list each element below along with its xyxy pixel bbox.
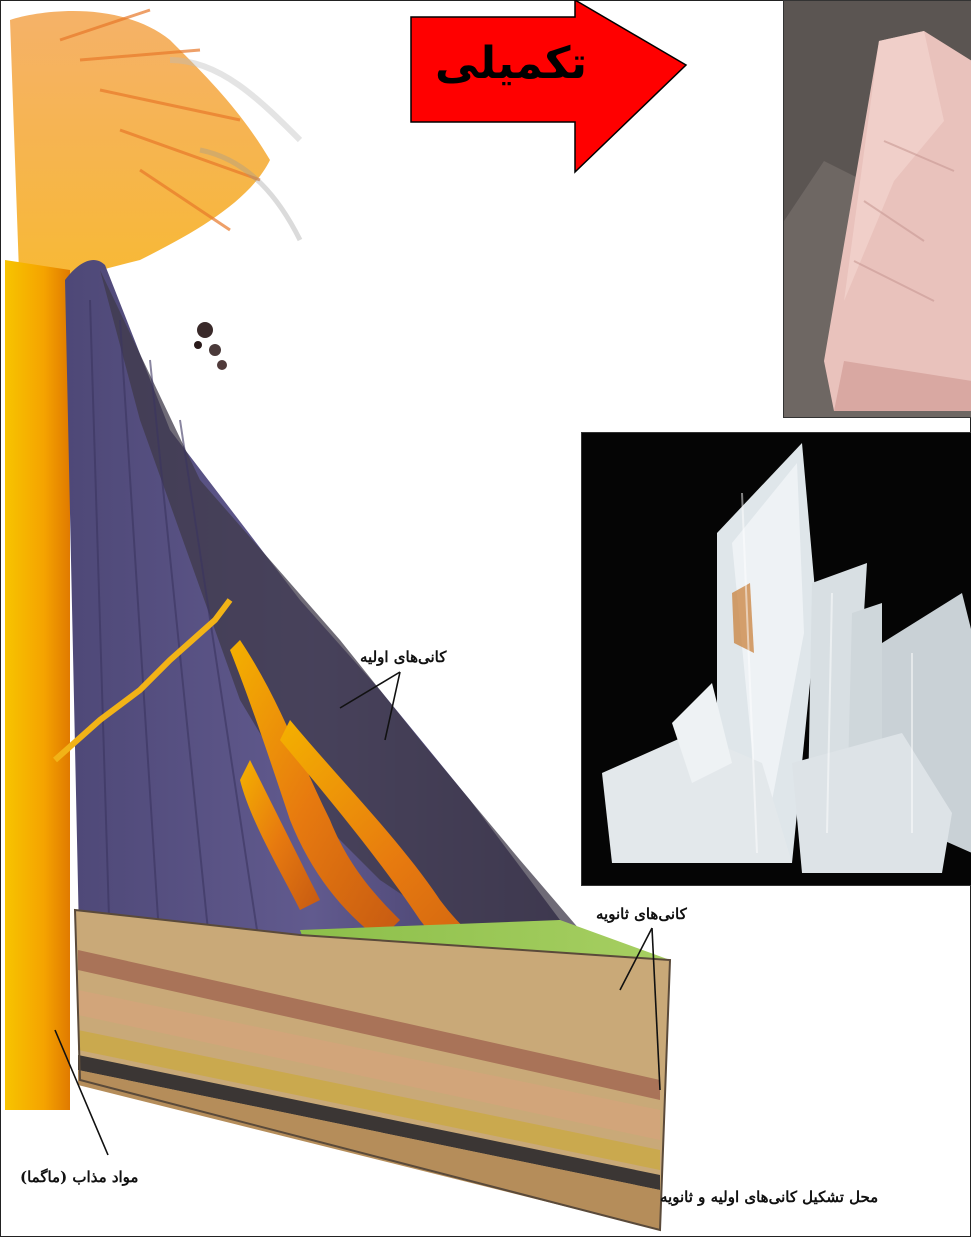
rose-quartz-photo — [783, 0, 971, 418]
badge-label: تکمیلی — [412, 38, 610, 89]
secondary-minerals-label: کانی‌های ثانویه — [596, 905, 687, 923]
magma-label: مواد مذاب (ماگما) — [20, 1168, 138, 1186]
magma-column — [5, 260, 70, 1110]
primary-minerals-label: کانی‌های اولیه — [360, 648, 446, 666]
figure-caption: محل تشکیل کانی‌های اولیه و ثانویه — [660, 1188, 878, 1206]
quartz-crystal-photo — [581, 432, 971, 886]
sediment-layers — [75, 910, 670, 1230]
